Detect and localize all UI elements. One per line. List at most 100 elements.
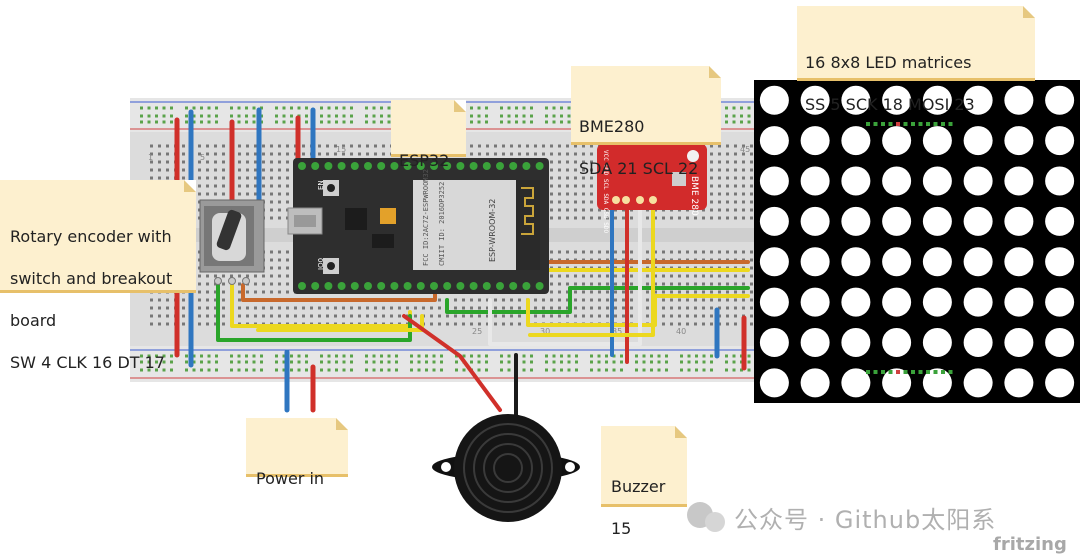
hole [166, 144, 169, 148]
esp32-pin [456, 162, 465, 170]
hole [710, 298, 713, 302]
hole [252, 114, 256, 118]
led-dot [1045, 126, 1075, 156]
hole [550, 314, 553, 318]
esp32-pin [350, 162, 359, 170]
hole [740, 368, 743, 372]
esp32-pin [469, 162, 478, 170]
esp32-pin [535, 282, 544, 290]
hole [486, 306, 489, 310]
hole [486, 144, 489, 148]
hole [350, 306, 353, 310]
hole [246, 176, 249, 180]
hole [734, 314, 737, 318]
esp32-pin [430, 282, 438, 290]
hole [597, 368, 601, 372]
hole [278, 208, 281, 212]
hole [278, 290, 281, 294]
hole [206, 152, 209, 156]
hole [732, 114, 736, 118]
led-dot [1045, 206, 1075, 236]
hole [158, 176, 161, 180]
hole [147, 120, 151, 124]
hole [552, 120, 556, 124]
hole [305, 120, 308, 124]
encoder-pins [214, 277, 250, 285]
led-dot [800, 287, 830, 317]
hole [702, 282, 705, 286]
hole [566, 160, 569, 164]
hole [507, 106, 511, 110]
hole [358, 306, 361, 310]
hole [182, 168, 185, 172]
hole [206, 314, 209, 318]
hole [750, 152, 753, 156]
hole [372, 354, 376, 358]
hole [687, 368, 691, 372]
hole [440, 354, 443, 358]
hole [350, 114, 353, 118]
hole [657, 368, 661, 372]
hole [374, 306, 377, 310]
hole [702, 216, 705, 220]
hole [622, 290, 625, 294]
matrix-pin [926, 370, 930, 374]
hole [558, 290, 561, 294]
hole [477, 354, 481, 358]
esp32-pin [496, 162, 504, 170]
led-dot [882, 247, 912, 277]
hole [327, 368, 331, 372]
hole [470, 114, 473, 118]
hole [262, 282, 265, 286]
esp32-pin [377, 282, 386, 290]
hole [310, 314, 313, 318]
hole [494, 298, 497, 302]
hole [326, 306, 329, 310]
hole [286, 200, 289, 204]
note-buzzer-line2: 15 [611, 519, 632, 538]
hole [550, 298, 553, 302]
esp32-pin [522, 282, 531, 290]
hole [374, 314, 377, 318]
hole [166, 152, 169, 156]
hole [606, 298, 609, 302]
matrix-pin [903, 370, 908, 374]
hole [725, 120, 728, 124]
hole [438, 314, 441, 318]
hole [425, 354, 428, 358]
led-dot [922, 368, 952, 398]
hole [702, 290, 705, 294]
hole [305, 368, 308, 372]
hole [522, 114, 526, 118]
hole [545, 354, 548, 358]
hole [270, 168, 273, 172]
matrix-pin [888, 370, 893, 374]
hole [238, 144, 241, 148]
hole [747, 106, 751, 110]
hole [440, 368, 443, 372]
hole [558, 168, 561, 172]
hole [670, 274, 673, 278]
hole [342, 120, 346, 124]
hole [366, 152, 369, 156]
hole [510, 144, 513, 148]
hole [750, 216, 753, 220]
esp32-pin [509, 162, 518, 170]
row-number: 1 [148, 153, 153, 162]
hole [478, 298, 481, 302]
hole [558, 160, 561, 164]
hole [710, 282, 713, 286]
esp32-pin [311, 282, 320, 290]
hole [622, 282, 625, 286]
note-encoder-line3: board [10, 311, 57, 330]
hole [710, 306, 713, 310]
hole [552, 368, 556, 372]
hole [726, 200, 729, 204]
hole [278, 258, 281, 262]
hole [275, 106, 278, 110]
led-dot [759, 287, 789, 317]
hole [582, 152, 585, 156]
hole [245, 368, 248, 372]
hole [198, 192, 201, 196]
hole [262, 152, 265, 156]
